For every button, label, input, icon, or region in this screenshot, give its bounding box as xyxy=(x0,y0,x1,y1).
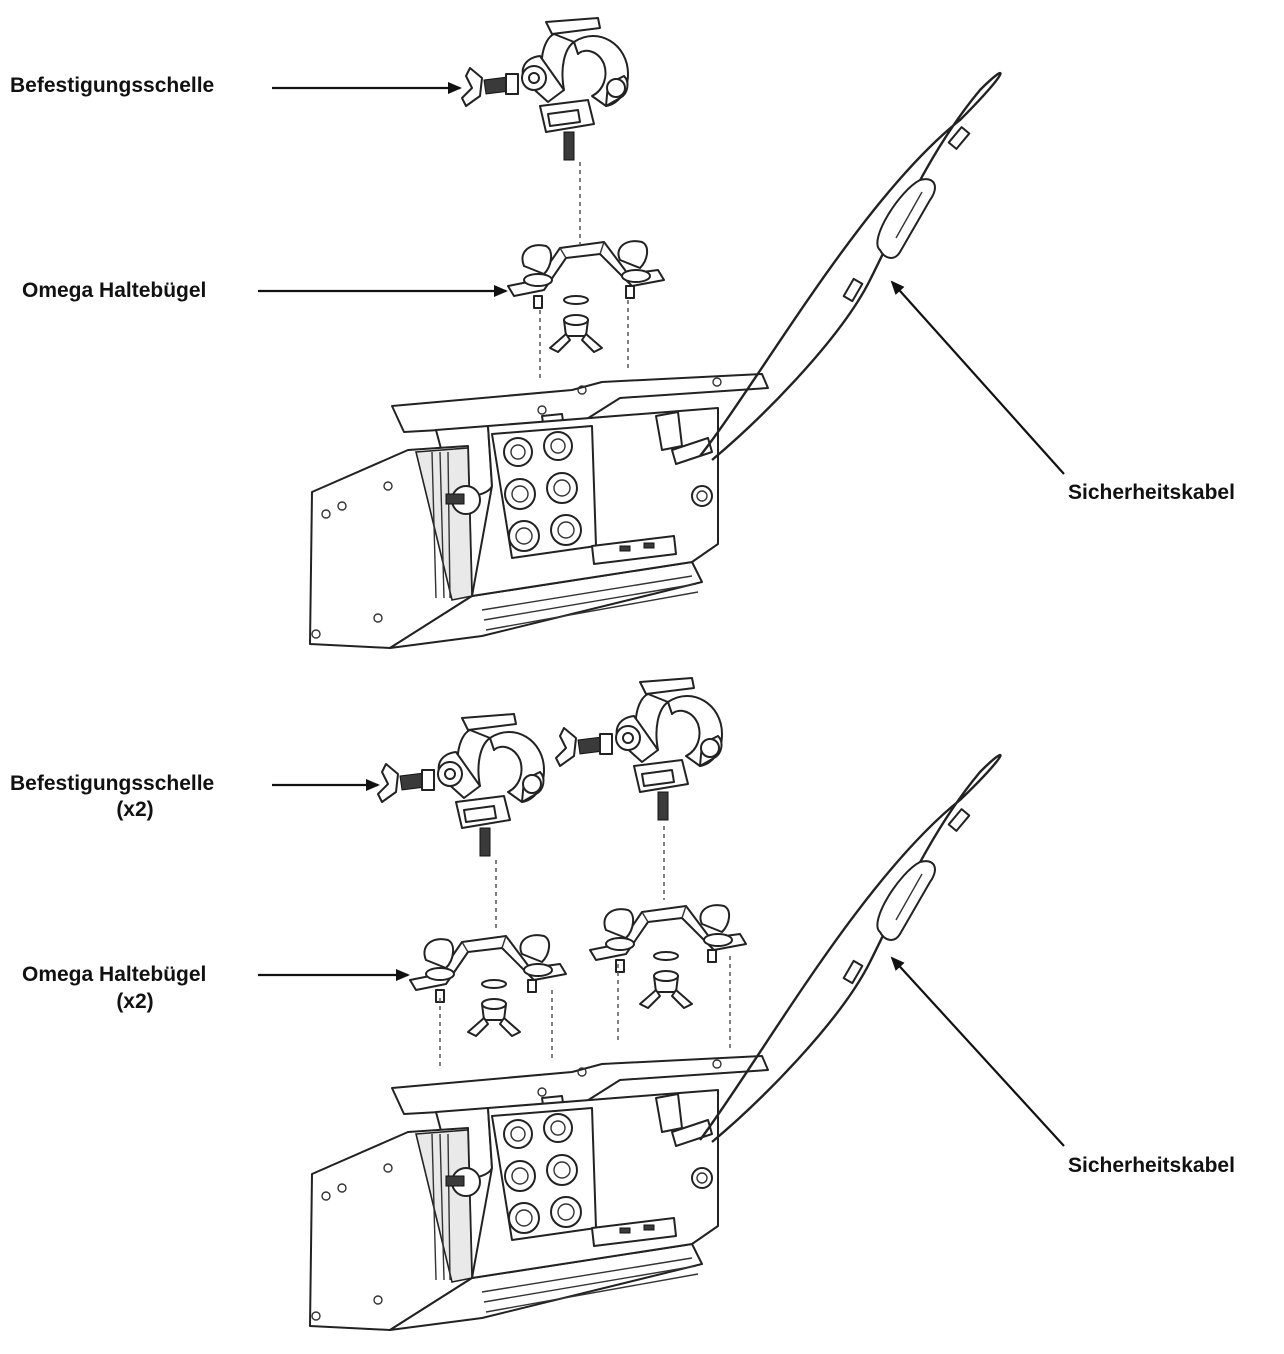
label-bottom-omega: Omega Haltebügel xyxy=(22,963,207,986)
label-bottom-clamp-qty: (x2) xyxy=(116,798,154,821)
label-bottom-clamp: Befestigungsschelle xyxy=(10,772,215,795)
label-top-safety-cable: Sicherheitskabel xyxy=(1068,481,1235,504)
label-bottom-safety-cable: Sicherheitskabel xyxy=(1068,1154,1235,1177)
label-top-omega: Omega Haltebügel xyxy=(22,279,207,302)
label-top-clamp: Befestigungsschelle xyxy=(10,74,215,97)
label-bottom-omega-qty: (x2) xyxy=(116,990,154,1013)
